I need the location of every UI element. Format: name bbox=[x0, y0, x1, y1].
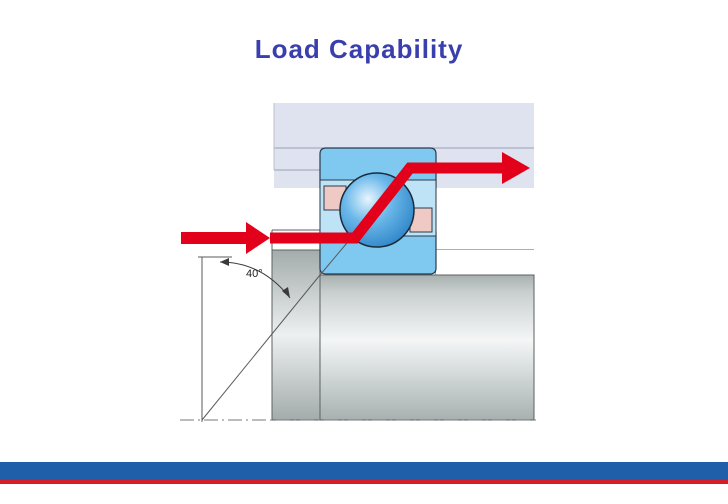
contact-angle-label: 40° bbox=[246, 268, 263, 280]
footer-band-red bbox=[0, 480, 728, 484]
slide-title: Load Capability bbox=[254, 34, 464, 64]
load-arrow-in bbox=[181, 222, 270, 254]
footer-band-blue bbox=[0, 462, 728, 480]
load-arrow-out bbox=[502, 152, 530, 184]
load-path bbox=[270, 162, 508, 244]
shaft-shoulder bbox=[271, 249, 321, 421]
shaft bbox=[319, 274, 535, 421]
